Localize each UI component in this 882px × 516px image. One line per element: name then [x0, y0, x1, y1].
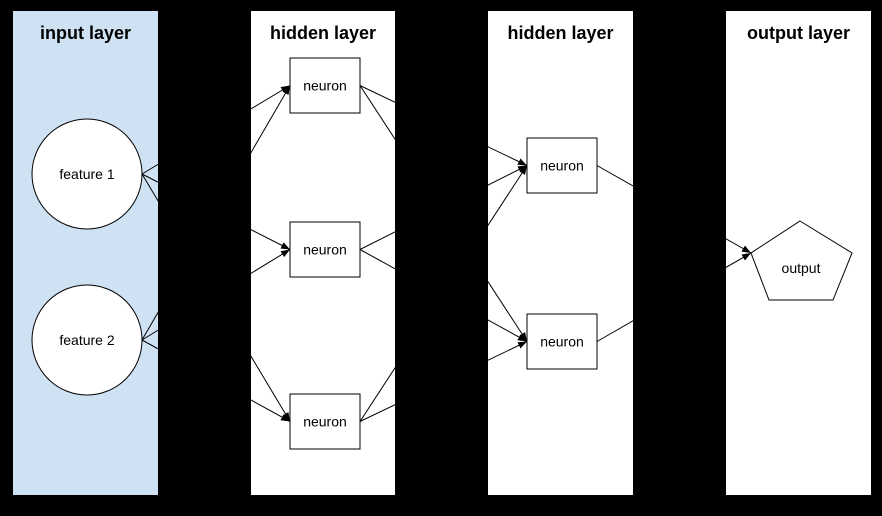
hidden-layer-1-title: hidden layer: [269, 23, 377, 43]
output-layer-title: output layer: [746, 23, 850, 43]
panel-hidden-layer-1: hidden layer: [251, 11, 395, 495]
input-layer-title: input layer: [39, 23, 132, 43]
hidden-layer-2-title: hidden layer: [507, 23, 614, 43]
panel-output-layer: output layer: [726, 11, 871, 495]
panel-hidden-layer-2: hidden layer: [488, 11, 633, 495]
edges-layer: [141, 85, 752, 422]
panel-input-layer: input layer: [13, 11, 158, 495]
